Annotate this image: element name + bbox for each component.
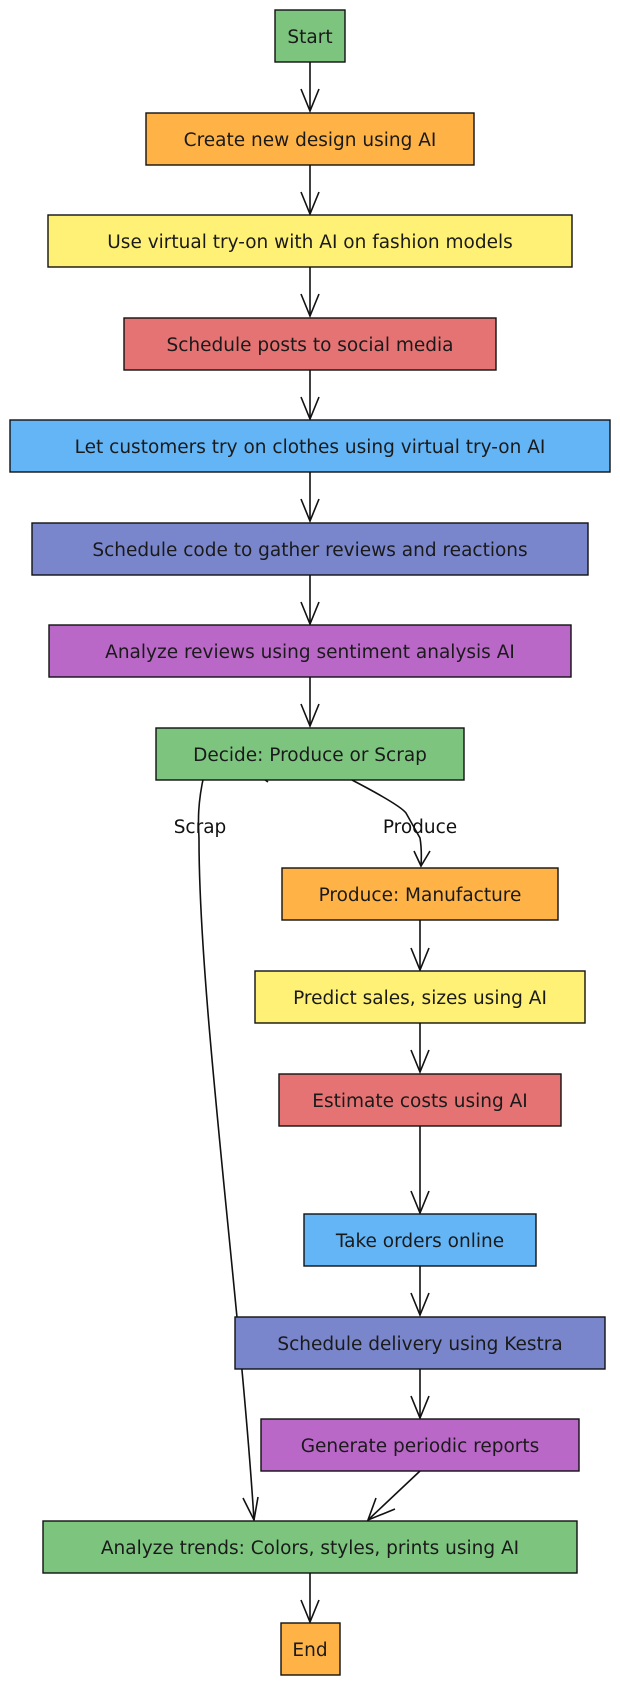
node-schedule-posts: Schedule posts to social media — [123, 317, 497, 371]
edge-label-scrap: Scrap — [174, 817, 227, 838]
edge-schedule-delivery-to-periodic-reports — [410, 1369, 430, 1421]
edge-customers-tryon-to-schedule-code — [300, 472, 320, 524]
node-take-orders-box — [303, 1213, 537, 1267]
node-virtual-tryon-models: Use virtual try-on with AI on fashion mo… — [47, 214, 573, 268]
node-take-orders-label: Take orders online — [335, 1231, 504, 1252]
edge-virtual-tryon-to-schedule-posts — [300, 267, 320, 319]
edge-labels: Scrap Produce — [174, 817, 457, 838]
node-take-orders: Take orders online — [303, 1213, 537, 1267]
node-customers-tryon-box — [9, 419, 611, 473]
edge-predict-sales-to-estimate-costs — [410, 1023, 430, 1075]
edge-analyze-reviews-to-decide — [300, 677, 320, 729]
edge-label-produce: Produce — [383, 817, 457, 838]
node-end-box — [280, 1622, 341, 1676]
node-create-design-label: Create new design using AI — [184, 130, 437, 151]
node-manufacture: Produce: Manufacture — [281, 867, 559, 921]
edge-schedule-code-to-analyze-reviews — [300, 575, 320, 627]
node-virtual-tryon-models-box — [47, 214, 573, 268]
node-analyze-trends: Analyze trends: Colors, styles, prints u… — [42, 1520, 578, 1574]
node-end-label: End — [292, 1640, 327, 1661]
node-manufacture-label: Produce: Manufacture — [319, 885, 522, 906]
node-decide: Decide: Produce or Scrap — [155, 727, 465, 781]
node-create-design: Create new design using AI — [145, 112, 475, 166]
edge-take-orders-to-schedule-delivery — [410, 1266, 430, 1318]
node-periodic-reports-box — [260, 1418, 580, 1472]
node-predict-sales-box — [254, 970, 586, 1024]
node-schedule-posts-box — [123, 317, 497, 371]
node-predict-sales: Predict sales, sizes using AI — [254, 970, 586, 1024]
node-create-design-box — [145, 112, 475, 166]
node-analyze-trends-box — [42, 1520, 578, 1574]
node-decide-label: Decide: Produce or Scrap — [193, 745, 427, 766]
node-schedule-delivery: Schedule delivery using Kestra — [234, 1316, 606, 1370]
node-schedule-code: Schedule code to gather reviews and reac… — [31, 522, 589, 576]
edge-analyze-trends-to-end — [300, 1573, 320, 1625]
node-analyze-trends-label: Analyze trends: Colors, styles, prints u… — [101, 1538, 519, 1559]
node-schedule-delivery-label: Schedule delivery using Kestra — [277, 1334, 562, 1355]
edges — [197, 62, 431, 1625]
node-predict-sales-label: Predict sales, sizes using AI — [293, 988, 547, 1009]
node-periodic-reports: Generate periodic reports — [260, 1418, 580, 1472]
node-start: Start — [274, 9, 346, 63]
edge-estimate-costs-to-take-orders — [410, 1126, 430, 1216]
nodes: Start Create new design using AI Use vir… — [9, 9, 611, 1676]
node-periodic-reports-label: Generate periodic reports — [301, 1436, 540, 1457]
node-schedule-posts-label: Schedule posts to social media — [166, 335, 453, 356]
node-analyze-reviews: Analyze reviews using sentiment analysis… — [48, 624, 572, 678]
node-analyze-reviews-label: Analyze reviews using sentiment analysis… — [105, 642, 515, 663]
node-end: End — [280, 1622, 341, 1676]
node-start-box — [274, 9, 346, 63]
edge-decide-to-manufacture — [351, 779, 431, 868]
node-estimate-costs-label: Estimate costs using AI — [312, 1091, 527, 1112]
node-manufacture-box — [281, 867, 559, 921]
node-estimate-costs: Estimate costs using AI — [278, 1073, 562, 1127]
node-schedule-delivery-box — [234, 1316, 606, 1370]
node-start-label: Start — [287, 27, 332, 48]
edge-schedule-posts-to-customers-tryon — [300, 370, 320, 422]
node-estimate-costs-box — [278, 1073, 562, 1127]
node-virtual-tryon-models-label: Use virtual try-on with AI on fashion mo… — [107, 232, 512, 253]
edge-manufacture-to-predict-sales — [410, 920, 430, 973]
node-schedule-code-label: Schedule code to gather reviews and reac… — [92, 540, 527, 561]
edge-create-design-to-virtual-tryon — [300, 165, 320, 217]
node-decide-box — [155, 727, 465, 781]
edge-start-to-create-design — [300, 62, 320, 114]
edge-periodic-reports-to-analyze-trends — [366, 1470, 421, 1522]
edge-decide-to-analyze-trends-scrap — [197, 757, 269, 1523]
node-analyze-reviews-box — [48, 624, 572, 678]
node-customers-tryon: Let customers try on clothes using virtu… — [9, 419, 611, 473]
node-customers-tryon-label: Let customers try on clothes using virtu… — [75, 437, 546, 458]
node-schedule-code-box — [31, 522, 589, 576]
